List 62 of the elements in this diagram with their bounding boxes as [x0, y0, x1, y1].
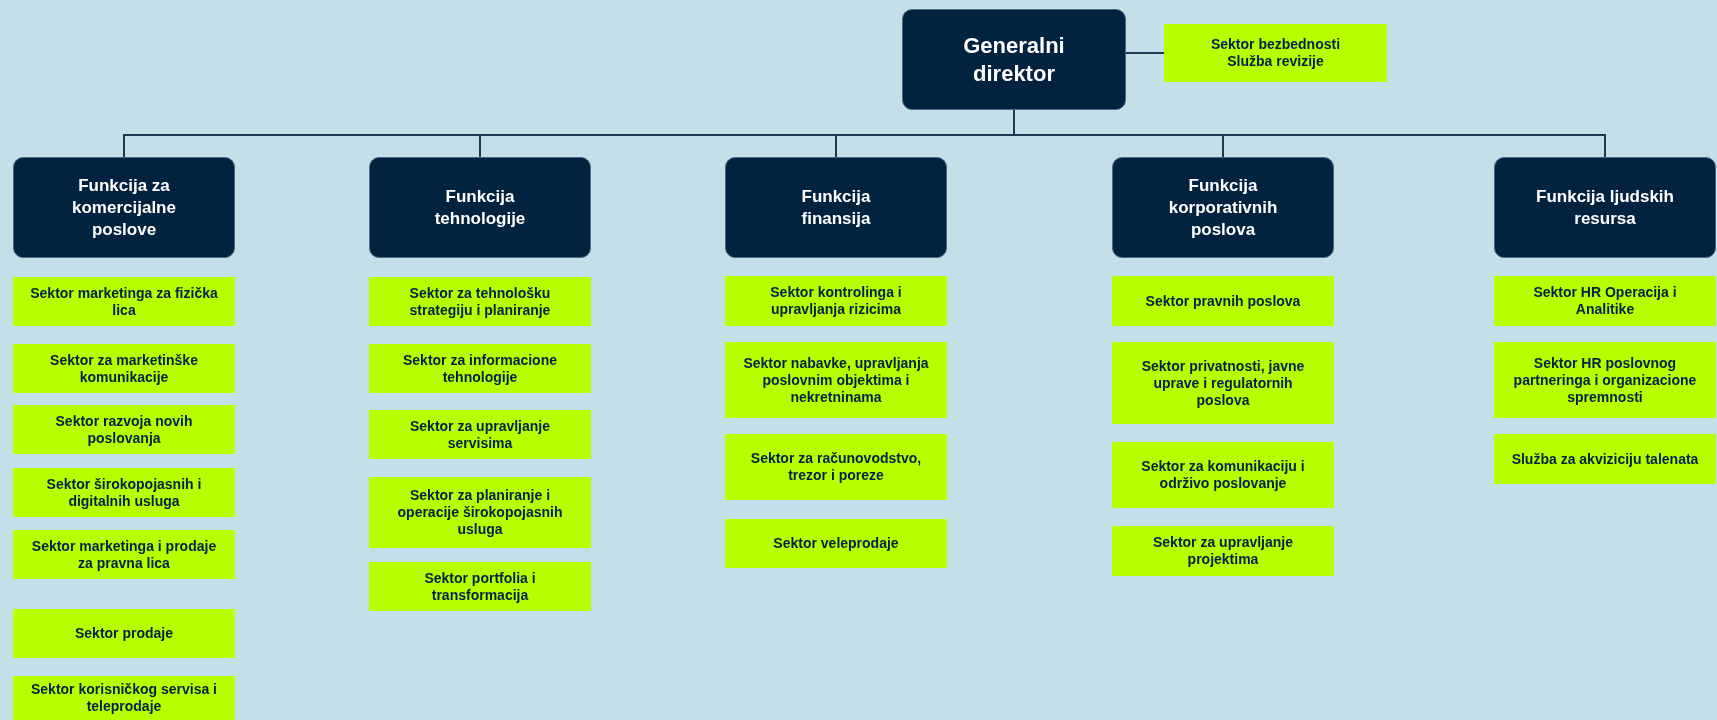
unit-name: Služba revizije: [1227, 53, 1324, 70]
connector-line: [1125, 52, 1165, 54]
unit-box: [369, 562, 591, 611]
unit-name: Funkcija korporativnih poslova: [1167, 174, 1279, 241]
unit-box: [13, 609, 235, 658]
unit-name: Sektor prodaje: [75, 625, 173, 642]
unit-name: Sektor veleprodaje: [773, 535, 899, 552]
unit-name: Služba za akviziciju talenata: [1511, 450, 1699, 468]
unit-box: [725, 342, 947, 418]
unit-name: Generalni direktor: [962, 31, 1066, 88]
unit-name: Sektor za računovodstvo, trezor i poreze: [749, 450, 923, 484]
unit-name: Sektor marketinga i prodaje za pravna lica: [30, 537, 218, 572]
function-box: [13, 157, 235, 258]
unit-name: Sektor širokopojasnih i digitalnih usluga: [45, 475, 203, 510]
unit-box: [725, 276, 947, 326]
unit-box: [725, 434, 947, 500]
unit-name: Sektor za komunikaciju i održivo poslovanje: [1140, 458, 1306, 492]
unit-box: [725, 519, 947, 568]
unit-name: Sektor nabavke, upravljanja poslovnim objektima i nekretninama: [742, 354, 930, 406]
unit-name: Sektor marketinga za fizička lica: [29, 284, 219, 319]
unit-name: Funkcija tehnologije: [433, 185, 527, 230]
unit-name: Sektor korisničkog servisa i teleprodaje: [30, 681, 218, 715]
unit-box: [1112, 342, 1334, 424]
unit-box: [1164, 24, 1387, 82]
unit-name: Sektor za marketinške komunikacije: [49, 351, 199, 386]
unit-box: [369, 477, 591, 548]
unit-name: Sektor HR Operacija i Analitike: [1532, 284, 1678, 318]
unit-name: Funkcija finansija: [800, 185, 872, 230]
unit-box: [369, 277, 591, 326]
unit-name: Sektor za planiranje i operacije širokopojasnih usluga: [396, 487, 564, 538]
unit-name: Sektor privatnosti, javne uprave i regulatornih poslova: [1140, 357, 1306, 409]
unit-box: [1112, 526, 1334, 576]
director-box: [902, 9, 1126, 110]
unit-name: Sektor za upravljanje servisima: [408, 417, 552, 452]
unit-box: [1494, 276, 1716, 326]
unit-box: [13, 676, 235, 720]
unit-box: [369, 344, 591, 393]
unit-name: Funkcija za komercijalne poslove: [71, 174, 177, 241]
unit-name: Sektor za tehnološku strategiju i planiranje: [408, 284, 552, 319]
unit-name: Sektor kontrolinga i upravljanja rizicima: [769, 284, 903, 318]
function-box: [1494, 157, 1716, 258]
unit-name: Sektor pravnih poslova: [1145, 292, 1301, 310]
unit-box: [13, 277, 235, 326]
unit-box: [13, 530, 235, 579]
unit-box: [1112, 442, 1334, 508]
unit-name: Sektor HR poslovnog partneringa i organizacione spremnosti: [1512, 354, 1698, 406]
unit-name: Sektor za upravljanje projektima: [1151, 534, 1295, 568]
unit-box: [13, 468, 235, 517]
unit-name: Sektor razvoja novih poslovanja: [54, 412, 194, 447]
unit-box: [369, 410, 591, 459]
unit-name: Sektor portfolia i transformacija: [423, 569, 537, 604]
unit-box: [1494, 434, 1716, 484]
unit-box: [13, 344, 235, 393]
function-box: [725, 157, 947, 258]
unit-box: [1112, 276, 1334, 326]
function-box: [369, 157, 591, 258]
unit-name: Sektor za informacione tehnologije: [401, 351, 558, 386]
unit-name: Sektor bezbednosti: [1210, 36, 1341, 53]
unit-name: Funkcija ljudskih resursa: [1535, 185, 1675, 230]
unit-box: [1494, 342, 1716, 418]
function-box: [1112, 157, 1334, 258]
unit-box: [13, 405, 235, 454]
